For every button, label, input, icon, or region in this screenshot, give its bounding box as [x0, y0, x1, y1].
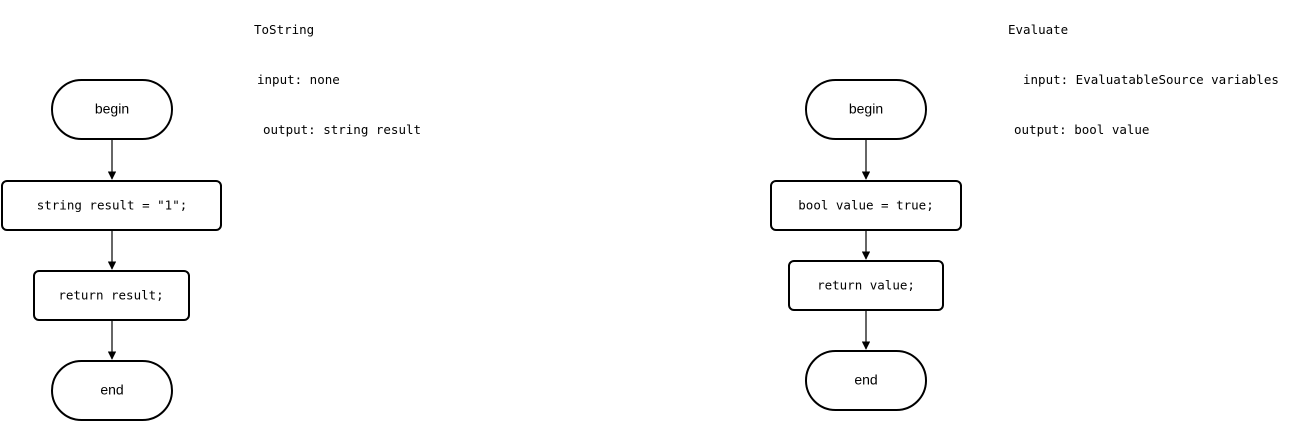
diagram-title: ToString: [254, 22, 314, 37]
begin-node-label: begin: [95, 101, 129, 117]
process-node-label: string result = "1";: [37, 198, 188, 213]
tostring-diagram: ToString input: none output: string resu…: [1, 22, 421, 421]
diagram-output-text: output: string result: [263, 122, 421, 137]
diagram-input-text: input: none: [257, 72, 340, 87]
process-node[interactable]: bool value = true;: [770, 180, 962, 231]
diagram-title: Evaluate: [1008, 22, 1068, 37]
diagram-input-text: input: EvaluatableSource variables: [1023, 72, 1279, 87]
end-node-label: end: [100, 382, 123, 398]
begin-node[interactable]: begin: [51, 79, 173, 140]
process-node-label: bool value = true;: [798, 198, 933, 213]
end-node[interactable]: end: [805, 350, 927, 411]
return-node-label: return result;: [58, 288, 163, 303]
begin-node-label: begin: [849, 101, 883, 117]
evaluate-diagram: Evaluate input: EvaluatableSource variab…: [770, 22, 1279, 411]
begin-node[interactable]: begin: [805, 79, 927, 140]
end-node-label: end: [854, 372, 877, 388]
return-node-label: return value;: [817, 278, 915, 293]
end-node[interactable]: end: [51, 360, 173, 421]
process-node[interactable]: string result = "1";: [1, 180, 222, 231]
return-node[interactable]: return value;: [788, 260, 944, 311]
diagram-output-text: output: bool value: [1014, 122, 1149, 137]
return-node[interactable]: return result;: [33, 270, 190, 321]
